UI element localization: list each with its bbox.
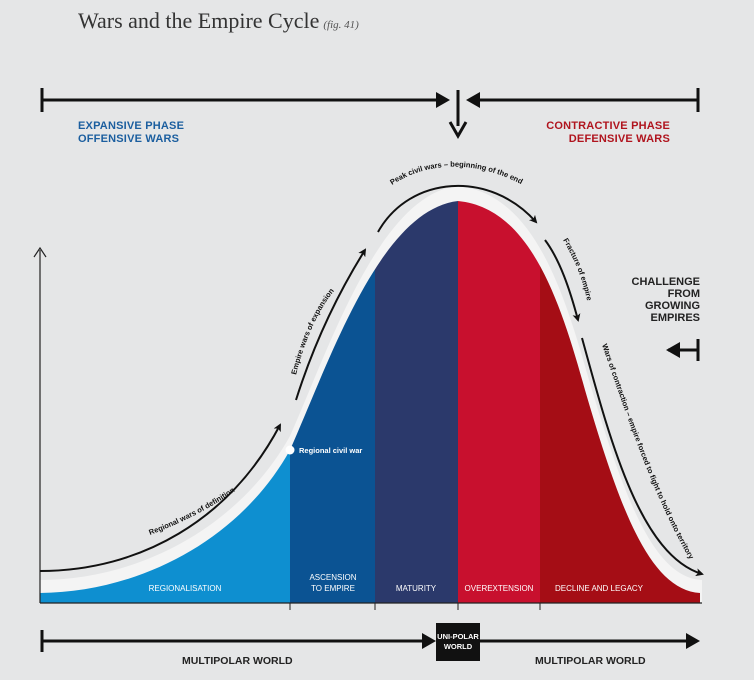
segment-maturity [375, 201, 458, 603]
challenge-line: GROWING [645, 300, 700, 312]
page-title: Wars and the Empire Cycle(fig. 41) [78, 8, 359, 34]
stage-label-overextension: OVEREXTENSION [465, 584, 534, 593]
world-arrows [40, 630, 700, 652]
segment-ascension [290, 201, 375, 603]
peak-down-arrowhead-icon [448, 121, 468, 140]
challenge-label: CHALLENGE FROM GROWING EMPIRES [632, 276, 700, 324]
regional-civil-war-marker [285, 445, 295, 455]
challenge-arrow-icon [666, 339, 700, 361]
multipolar-world-left-label: MULTIPOLAR WORLD [182, 655, 293, 667]
unipolar-line: UNI-POLAR [437, 632, 479, 641]
unipolar-line: WORLD [443, 642, 473, 651]
fracture-label: Fracture of empire [561, 236, 594, 301]
arrow-early [39, 423, 281, 572]
contractive-phase-title: CONTRACTIVE PHASE [546, 120, 670, 132]
contractive-arrowhead-icon [466, 92, 480, 108]
contractive-phase-subtitle: DEFENSIVE WARS [568, 133, 670, 145]
figure-reference: (fig. 41) [323, 19, 359, 31]
regional-civil-war-label: Regional civil war [299, 446, 362, 455]
expansive-phase-title: EXPANSIVE PHASE [78, 120, 185, 132]
arrow-peak [377, 184, 538, 233]
x-axis-ticks [289, 603, 541, 610]
challenge-line: FROM [667, 288, 700, 300]
peak-civil-wars-text: Peak civil wars – beginning of the end [388, 160, 524, 187]
expansive-arrowhead-icon [436, 92, 450, 108]
multipolar-right-arrowhead-icon [686, 633, 700, 649]
peak-civil-wars-label: Peak civil wars – beginning of the end [388, 160, 524, 187]
stage-label-decline: DECLINE AND LEGACY [555, 584, 644, 593]
unipolar-world-box: UNI-POLAR WORLD [436, 623, 480, 661]
arrow-fracture [544, 239, 581, 322]
fracture-text: Fracture of empire [561, 236, 594, 301]
stage-label-regionalisation: REGIONALISATION [149, 584, 222, 593]
stage-label-ascension-line1: ASCENSION [309, 573, 356, 582]
challenge-line: EMPIRES [650, 312, 700, 324]
arrow-expansion [295, 248, 367, 401]
contractive-phase-label: CONTRACTIVE PHASE DEFENSIVE WARS [546, 120, 670, 146]
title-text: Wars and the Empire Cycle [78, 8, 320, 33]
expansive-phase-subtitle: OFFENSIVE WARS [78, 133, 180, 145]
arrow-contraction [581, 337, 704, 577]
y-axis-arrowhead-icon [33, 246, 47, 258]
expansive-phase-label: EXPANSIVE PHASE OFFENSIVE WARS [78, 120, 184, 146]
multipolar-world-right-label: MULTIPOLAR WORLD [535, 655, 646, 667]
segment-overextension [458, 201, 540, 603]
curve-arrows [39, 184, 704, 577]
stage-segments [40, 201, 700, 603]
multipolar-left-arrowhead-icon [422, 633, 436, 649]
stage-label-ascension-line2: TO EMPIRE [311, 584, 355, 593]
segment-regionalisation [40, 201, 290, 603]
stage-label-maturity: MATURITY [396, 584, 437, 593]
phase-arrows [40, 88, 700, 140]
challenge-line: CHALLENGE [631, 276, 700, 288]
